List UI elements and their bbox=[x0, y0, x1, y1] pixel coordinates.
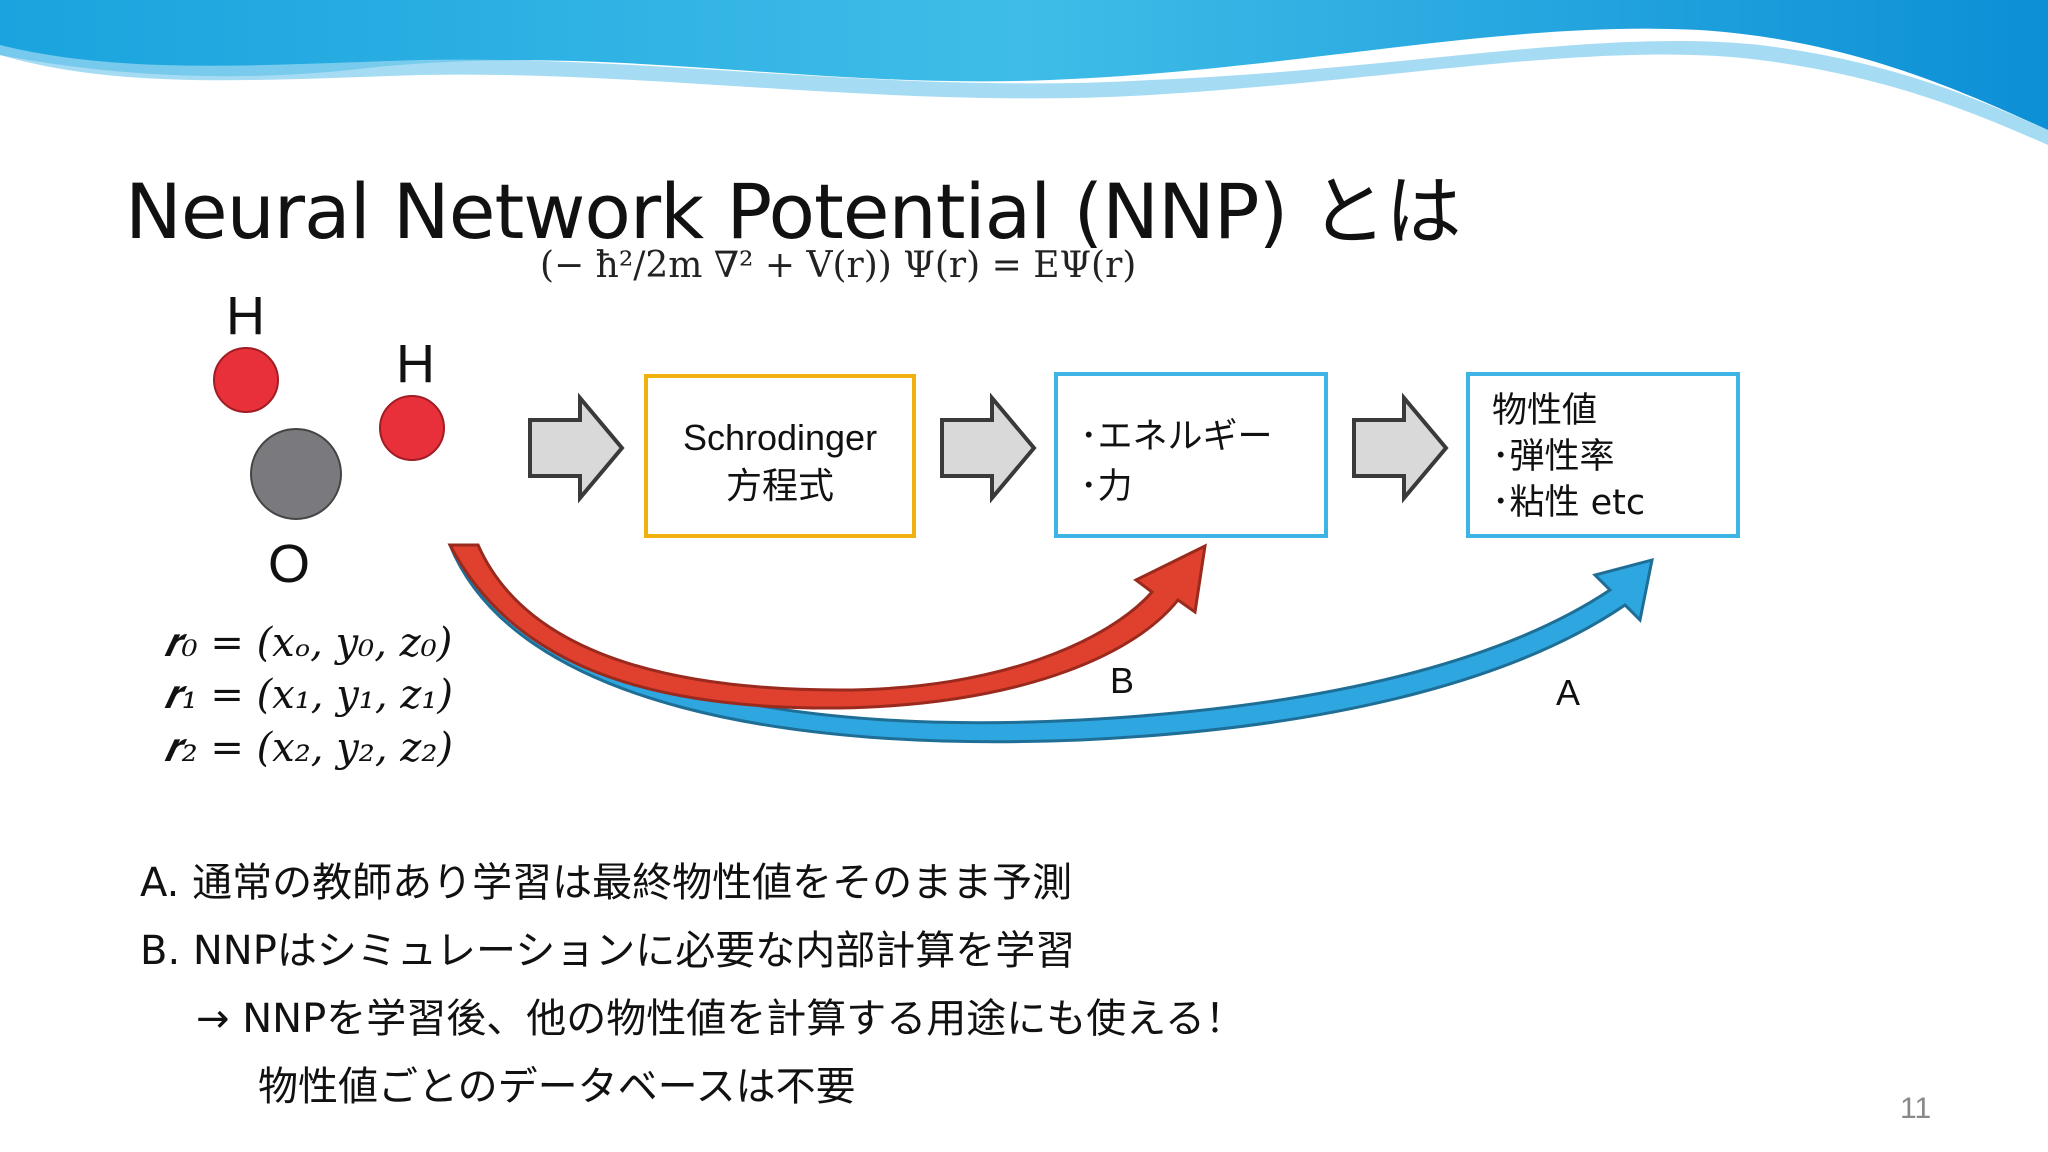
box1-line-1: Schrodinger bbox=[682, 417, 878, 458]
note-a: A. 通常の教師あり学習は最終物性値をそのまま予測 bbox=[140, 860, 1073, 906]
box1-line-2: 方程式 bbox=[725, 465, 834, 506]
block-arrow-3 bbox=[1352, 392, 1449, 504]
page-number: 11 bbox=[1900, 1092, 1932, 1125]
hydrogen-atom-2 bbox=[379, 395, 445, 461]
block-arrow-1 bbox=[528, 392, 625, 504]
position-equation-0: 𝒓₀ = (𝑥ₒ, 𝑦₀, 𝑧₀) bbox=[164, 620, 453, 666]
atom-label-h1: H bbox=[226, 286, 265, 346]
properties-box: 物性値 ･弾性率 ･粘性 etc bbox=[1466, 372, 1740, 538]
position-equation-2: 𝒓₂ = (𝑥₂, 𝑦₂, 𝑧₂) bbox=[164, 725, 453, 771]
box3-line-1: 物性値 bbox=[1492, 391, 1598, 431]
curved-arrow-a bbox=[447, 543, 1654, 744]
hydrogen-atom-1 bbox=[213, 347, 279, 413]
arrow-label-b: B bbox=[1110, 660, 1135, 701]
water-molecule bbox=[213, 347, 445, 520]
box2-line-1: ･エネルギー bbox=[1080, 417, 1273, 457]
box2-line-2: ･力 bbox=[1080, 467, 1133, 507]
note-arrow: → NNPを学習後、他の物性値を計算する用途にも使える！ bbox=[196, 996, 1245, 1042]
box3-line-3: ･粘性 etc bbox=[1492, 483, 1646, 523]
arrow-label-a: A bbox=[1556, 672, 1581, 713]
energy-force-box: ･エネルギー ･力 bbox=[1054, 372, 1328, 538]
atom-label-o: O bbox=[268, 534, 311, 594]
slide-title: Neural Network Potential (NNP) とは bbox=[125, 167, 1461, 256]
schrodinger-equation: (− ħ²/2m ∇² + V(r)) Ψ(r) = EΨ(r) bbox=[540, 245, 1137, 286]
note-database: 物性値ごとのデータベースは不要 bbox=[258, 1064, 856, 1110]
curved-arrow-b bbox=[447, 543, 1207, 710]
oxygen-atom bbox=[250, 428, 342, 520]
block-arrow-2 bbox=[940, 392, 1037, 504]
atom-label-h2: H bbox=[396, 334, 435, 394]
box3-line-2: ･弾性率 bbox=[1492, 437, 1615, 477]
note-b: B. NNPはシミュレーションに必要な内部計算を学習 bbox=[140, 928, 1076, 974]
position-equation-1: 𝒓₁ = (𝑥₁, 𝑦₁, 𝑧₁) bbox=[164, 672, 453, 718]
schrodinger-box: Schrodinger 方程式 bbox=[644, 374, 916, 538]
